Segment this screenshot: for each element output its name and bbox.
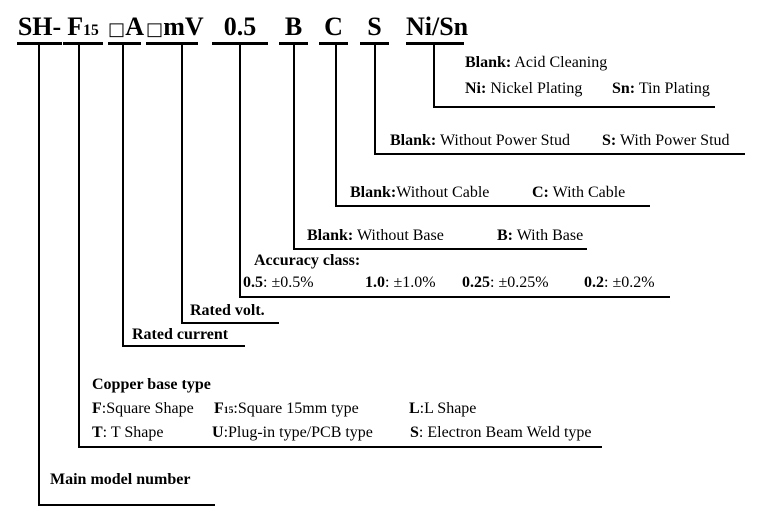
plating-row-1: Blank: Acid Cleaning bbox=[435, 53, 715, 75]
plating-row-2: Ni: Nickel Plating Sn: Tin Plating bbox=[435, 79, 715, 101]
legend-box-accuracy: Accuracy class: 0.5: ±0.5% 1.0: ±1.0% 0.… bbox=[239, 44, 670, 298]
model-segment-cable-text: C bbox=[324, 12, 343, 41]
rated-volt-label: Rated volt. bbox=[190, 302, 265, 319]
accuracy-option-025: 0.25: ±0.25% bbox=[462, 274, 549, 291]
copper-option-f15-subscript: 15 bbox=[223, 405, 234, 416]
accuracy-values-row: 0.5: ±0.5% 1.0: ±1.0% 0.25: ±0.25% 0.2: … bbox=[241, 273, 670, 295]
model-segment-plating: Ni/Sn bbox=[406, 12, 468, 45]
model-segment-f15-subscript: 15 bbox=[83, 22, 99, 39]
model-segment-accuracy: 0.5 bbox=[212, 12, 268, 45]
legend-box-cable: Blank:Without Cable C: With Cable bbox=[335, 44, 650, 207]
model-segment-current-text: A bbox=[125, 12, 144, 41]
legend-box-main-model: Main model number bbox=[38, 44, 215, 506]
model-segment-volt-text: mV bbox=[163, 12, 204, 41]
copper-option-t: T: T Shape bbox=[92, 424, 164, 441]
accuracy-title: Accuracy class: bbox=[254, 252, 361, 269]
accuracy-option-10: 1.0: ±1.0% bbox=[365, 274, 436, 291]
copper-base-row-1: F:Square Shape F15:Square 15mm type L:L … bbox=[80, 399, 602, 421]
model-segment-stud: S bbox=[360, 12, 389, 45]
legend-box-plating: Blank: Acid Cleaning Ni: Nickel Plating … bbox=[433, 44, 715, 108]
power-stud-option-s: S: With Power Stud bbox=[602, 132, 730, 149]
model-segment-volt: □mV bbox=[146, 12, 204, 45]
power-stud-options-row: Blank: Without Power Stud S: With Power … bbox=[376, 131, 745, 153]
model-segment-current: □A bbox=[108, 12, 144, 45]
plating-option-blank: Blank: Acid Cleaning bbox=[465, 54, 608, 71]
cable-option-c: C: With Cable bbox=[532, 184, 626, 201]
legend-box-base: Blank: Without Base B: With Base bbox=[293, 44, 587, 250]
cable-options-row: Blank:Without Cable C: With Cable bbox=[337, 183, 650, 205]
copper-base-row-2: T: T Shape U:Plug-in type/PCB type S: El… bbox=[80, 423, 602, 445]
model-segment-plating-text: Ni/Sn bbox=[406, 12, 469, 41]
power-stud-option-blank: Blank: Without Power Stud bbox=[390, 132, 570, 149]
copper-base-title: Copper base type bbox=[92, 376, 211, 393]
model-segment-f15-text: F bbox=[67, 12, 84, 41]
legend-box-rated-current: Rated current bbox=[122, 44, 245, 347]
copper-option-f: F:Square Shape bbox=[92, 400, 194, 417]
model-segment-sh-text: SH- bbox=[17, 12, 62, 41]
legend-box-rated-volt: Rated volt. bbox=[181, 44, 279, 324]
copper-option-l: L:L Shape bbox=[409, 400, 477, 417]
copper-option-f15: F15:Square 15mm type bbox=[214, 400, 359, 417]
accuracy-option-02: 0.2: ±0.2% bbox=[584, 274, 655, 291]
model-segment-stud-text: S bbox=[367, 12, 382, 41]
base-option-blank: Blank: Without Base bbox=[307, 227, 444, 244]
accuracy-option-05: 0.5: ±0.5% bbox=[243, 274, 314, 291]
model-segment-f15: F15 bbox=[63, 12, 103, 45]
model-segment-cable: C bbox=[319, 12, 348, 45]
plating-option-ni: Ni: Nickel Plating bbox=[465, 80, 583, 97]
model-segment-base: B bbox=[279, 12, 308, 45]
copper-option-s: S: Electron Beam Weld type bbox=[410, 424, 592, 441]
square-placeholder-icon: □ bbox=[108, 19, 126, 40]
plating-option-sn: Sn: Tin Plating bbox=[612, 80, 710, 97]
legend-box-power-stud: Blank: Without Power Stud S: With Power … bbox=[374, 44, 745, 155]
base-option-b: B: With Base bbox=[497, 227, 584, 244]
copper-option-u: U:Plug-in type/PCB type bbox=[212, 424, 373, 441]
model-segment-base-text: B bbox=[284, 12, 303, 41]
model-segment-accuracy-text: 0.5 bbox=[223, 12, 257, 41]
main-model-label: Main model number bbox=[50, 471, 191, 488]
model-segment-sh: SH- bbox=[17, 12, 62, 45]
cable-option-blank: Blank:Without Cable bbox=[350, 184, 490, 201]
rated-current-label: Rated current bbox=[132, 326, 229, 343]
square-placeholder-icon: □ bbox=[146, 19, 164, 40]
legend-box-copper-base: Copper base type F:Square Shape F15:Squa… bbox=[78, 44, 602, 448]
base-options-row: Blank: Without Base B: With Base bbox=[295, 226, 587, 248]
